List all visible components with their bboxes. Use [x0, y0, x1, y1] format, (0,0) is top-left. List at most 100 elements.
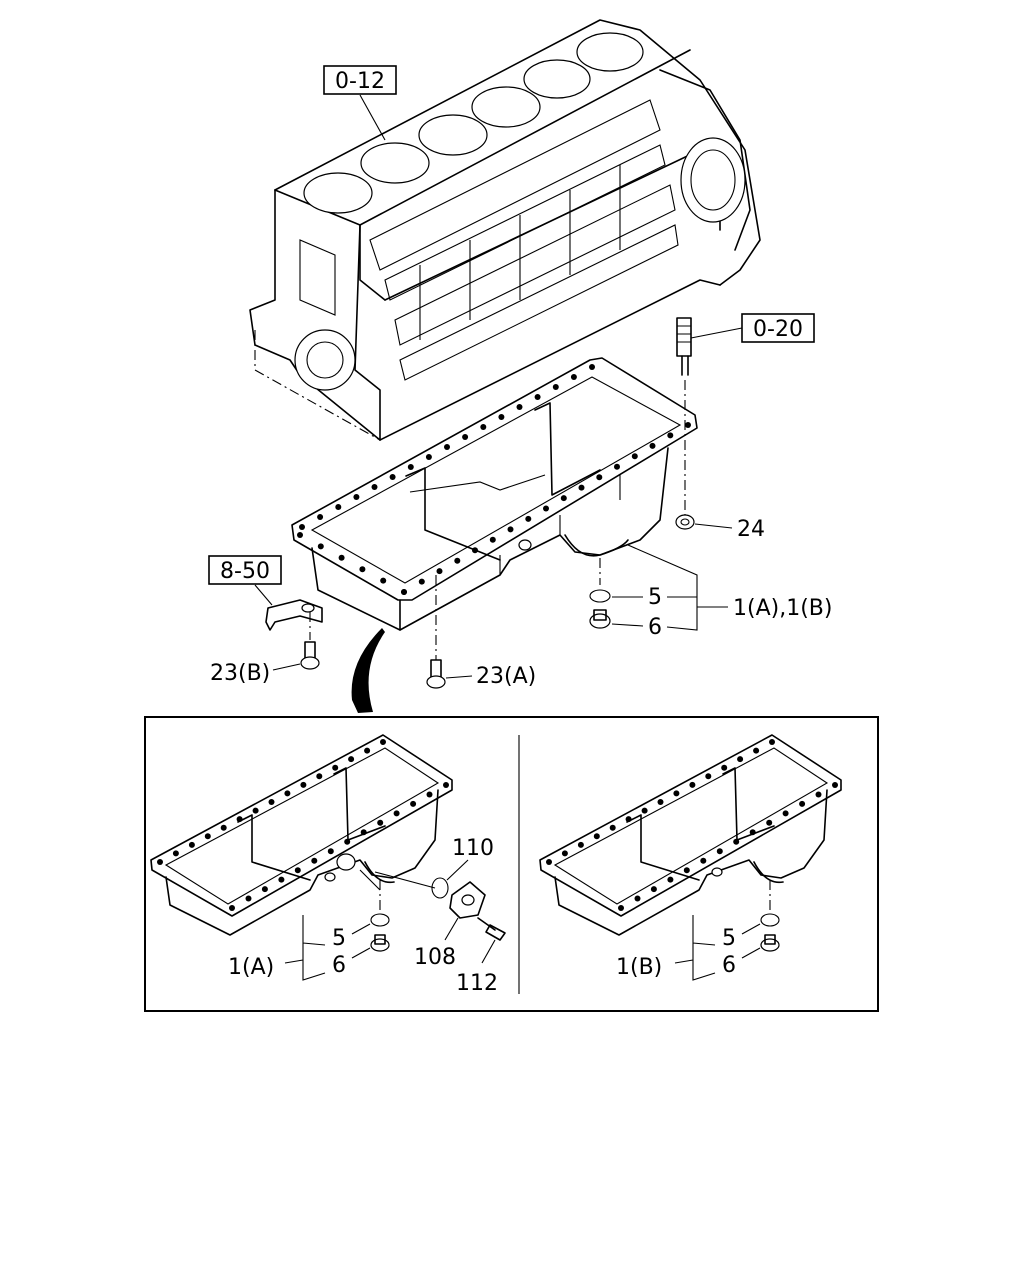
bolt-hole: [577, 841, 584, 848]
bolt-hole: [472, 547, 478, 554]
dipstick-guide: [676, 317, 743, 515]
bolt-hole: [766, 819, 773, 826]
bolt-hole: [401, 589, 407, 595]
bolt-hole: [360, 829, 367, 836]
bolt-hole: [609, 824, 616, 831]
bolt-hole: [489, 536, 496, 543]
label-inset-left-6: 6: [332, 953, 346, 978]
bolt-hole: [534, 394, 541, 400]
leader-inset-110: [359, 869, 436, 891]
bolt-hole: [436, 568, 443, 575]
bolt-hole: [546, 859, 552, 865]
label-112: 112: [456, 971, 498, 996]
bolt-hole: [220, 824, 227, 831]
bolt-hole: [418, 578, 425, 585]
bolt-hole: [700, 857, 707, 864]
bolt-hole: [721, 764, 728, 771]
bolt-hole: [425, 454, 432, 460]
ref-box-0-20: 0-20: [741, 313, 815, 343]
bolt-hole: [348, 756, 355, 763]
bolt-hole: [625, 816, 632, 823]
leader-1a: [284, 915, 326, 981]
bolt-hole: [561, 850, 568, 857]
bolt-hole: [188, 841, 195, 848]
bolt-hole: [589, 364, 595, 370]
inset-right-o-ring-5: 5: [722, 880, 780, 951]
bolt-hole: [359, 566, 366, 573]
label-inset-left-1a: 1(A): [228, 955, 274, 980]
bolt-hole: [252, 807, 259, 814]
bolt-hole: [498, 414, 505, 420]
bolt-hole: [815, 791, 822, 798]
bolt-hole: [278, 876, 285, 883]
drain-plug-6: 6: [589, 609, 662, 640]
label-108: 108: [414, 945, 456, 970]
bolt-hole: [443, 782, 449, 788]
bolt-hole: [344, 838, 351, 845]
bolt-hole: [631, 453, 638, 460]
bolt-hole: [560, 495, 567, 502]
bolt-hole: [667, 876, 674, 883]
label-6: 6: [648, 615, 662, 640]
bolt-hole: [649, 442, 656, 449]
inset-left-o-ring-5: 5: [332, 880, 390, 951]
bolt-hole: [749, 829, 756, 836]
bolt-hole: [596, 474, 603, 481]
label-5: 5: [648, 585, 662, 610]
ref-box-0-12: 0-12: [323, 65, 397, 95]
ref-label-0-12: 0-12: [335, 69, 385, 94]
bolt-hole: [261, 886, 268, 893]
bolt-hole: [689, 781, 696, 788]
bolt-hole: [733, 838, 740, 845]
bolt-hole: [380, 577, 387, 584]
bolt-hole: [407, 464, 414, 470]
label-inset-right-1b: 1(B): [616, 955, 662, 980]
bolt-hole: [650, 886, 657, 893]
bolt-hole: [335, 504, 342, 510]
bolt-hole: [578, 484, 585, 491]
bolt-hole: [685, 422, 691, 428]
bolt-hole: [389, 474, 396, 480]
bolt-hole: [614, 463, 620, 470]
bolt-hole: [338, 554, 345, 561]
bolt-hole: [673, 790, 680, 797]
bolt-hole: [480, 424, 487, 430]
bolt-hole: [284, 790, 291, 797]
oil-pan-1a: [150, 734, 453, 936]
bolt-hole: [353, 494, 360, 500]
bolt-hole: [317, 543, 324, 550]
o-ring-110: 110: [431, 836, 494, 899]
bolt-112: 112: [456, 917, 506, 996]
bolt-hole: [317, 514, 324, 520]
bolt-hole: [377, 819, 384, 826]
bolt-hole: [618, 905, 624, 911]
label-inset-left-5: 5: [332, 926, 346, 951]
ref-label-0-20: 0-20: [753, 317, 803, 342]
bolt-hole: [380, 739, 386, 745]
bolt-hole: [245, 895, 252, 902]
adapter-108: 108: [414, 881, 486, 970]
leader-0-12: [359, 94, 386, 141]
bolt-hole: [426, 791, 433, 798]
cylinder-block: [249, 19, 761, 441]
bolt-hole: [782, 810, 789, 817]
bolt-hole: [705, 773, 712, 780]
bolt-hole: [516, 404, 523, 410]
bolt-hole: [371, 484, 378, 490]
bolt-hole: [832, 782, 838, 788]
nut-24: 24: [675, 514, 765, 542]
bolt-hole: [268, 799, 275, 805]
bolt-hole: [753, 747, 760, 754]
bolt-hole: [641, 807, 648, 814]
bolt-hole: [454, 557, 461, 564]
bolt-hole: [570, 374, 577, 380]
oil-pan-1b: [539, 734, 842, 936]
bolt-hole: [229, 905, 235, 911]
bolt-hole: [552, 384, 559, 390]
label-1ab: 1(A),1(B): [733, 596, 832, 621]
bolt-hole: [204, 833, 211, 840]
label-inset-right-6: 6: [722, 953, 736, 978]
bolt-hole: [172, 850, 179, 857]
bolt-hole: [316, 773, 323, 780]
bolt-hole: [683, 867, 690, 874]
